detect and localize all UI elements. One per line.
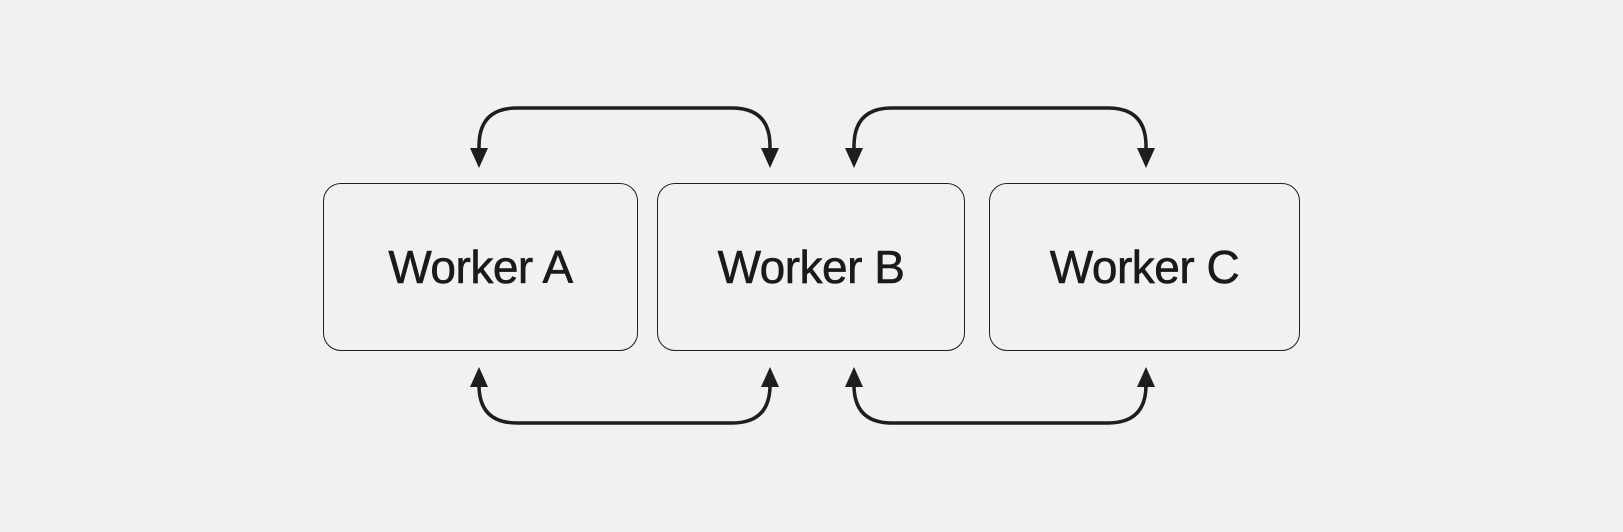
arrow-curve bbox=[477, 106, 772, 152]
arrowhead-down-icon bbox=[470, 148, 488, 168]
arrowhead-down-icon bbox=[761, 148, 779, 168]
arrowhead-up-icon bbox=[761, 367, 779, 387]
arrow-curve bbox=[852, 380, 1148, 425]
arrowhead-down-icon bbox=[1137, 148, 1155, 168]
arrow-curve bbox=[477, 380, 772, 425]
arrow-curve bbox=[852, 106, 1148, 152]
arrow-worker-b-worker-c-bottom bbox=[845, 367, 1155, 425]
arrow-worker-a-worker-b-top bbox=[470, 106, 779, 168]
node-worker-c-label: Worker C bbox=[1049, 241, 1240, 294]
arrowhead-up-icon bbox=[1137, 367, 1155, 387]
node-worker-a-label: Worker A bbox=[388, 241, 573, 294]
node-worker-a: Worker A bbox=[323, 183, 638, 351]
arrowhead-down-icon bbox=[845, 148, 863, 168]
arrow-worker-b-worker-c-top bbox=[845, 106, 1155, 168]
arrowhead-up-icon bbox=[470, 367, 488, 387]
arrowhead-up-icon bbox=[845, 367, 863, 387]
node-worker-b-label: Worker B bbox=[717, 241, 905, 294]
arrow-worker-a-worker-b-bottom bbox=[470, 367, 779, 425]
node-worker-b: Worker B bbox=[657, 183, 965, 351]
node-worker-c: Worker C bbox=[989, 183, 1300, 351]
